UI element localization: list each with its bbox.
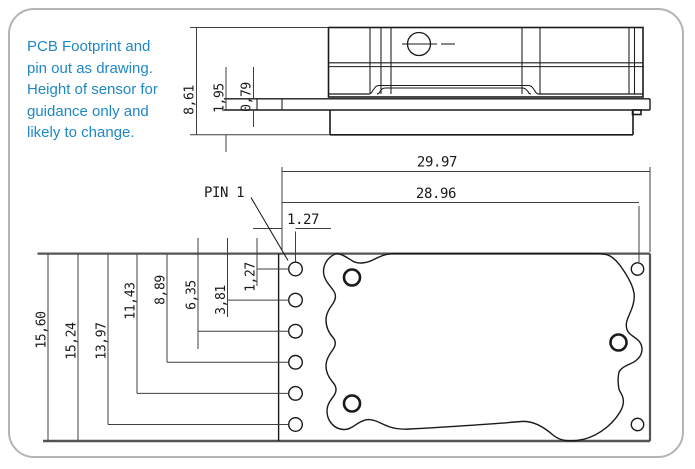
- rounded-card: [8, 8, 684, 458]
- pin1-callout-label: PIN 1: [204, 185, 244, 201]
- pin-6: [288, 417, 304, 433]
- dim-label-3-81: 3,81: [214, 285, 229, 315]
- dim-label-6-35: 6,35: [185, 280, 200, 310]
- pin-1: [288, 261, 304, 277]
- side-view-sensor-profile: [190, 26, 651, 136]
- dim-label-15-24: 15,24: [65, 322, 80, 360]
- pin-3: [288, 323, 304, 339]
- pin-right-bottom: [630, 417, 645, 432]
- pin-right-top: [630, 262, 645, 276]
- pin-5: [288, 385, 304, 401]
- dim-label-lead-thickness: 0,79: [240, 82, 255, 112]
- pcb-board-side: [329, 110, 634, 136]
- dim-label-15-60: 15,60: [35, 311, 50, 348]
- dim-label-11-43: 11,43: [124, 282, 139, 319]
- dim-label-standoff: 1,95: [213, 83, 228, 113]
- dim-label-8-89: 8,89: [154, 275, 169, 305]
- dim-label-13-97: 13,97: [95, 322, 110, 359]
- side-view-dimensions: 8,61 1,95 0,79: [183, 27, 256, 152]
- alignment-hole-icon: [402, 31, 455, 57]
- dim-label-pin-span: 28.96: [416, 186, 456, 202]
- plan-vertical-dimensions: 15,60 15,24 13,97 11,43 8,89: [35, 238, 289, 441]
- pin-column-left: [288, 261, 304, 433]
- pin-2: [288, 292, 304, 308]
- pin-column-right: [630, 262, 645, 432]
- pin-4: [288, 354, 304, 370]
- dim-label-1-27-vert: 1,27: [244, 262, 259, 292]
- note-text: PCB Footprint and pin out as drawing. He…: [27, 38, 158, 141]
- mounting-holes: [342, 268, 628, 413]
- lead-plate: [224, 98, 651, 116]
- plan-view-pcb: [37, 252, 652, 443]
- plan-horizontal-dimensions: 29.97 28.96 1.27 PIN 1: [204, 155, 651, 263]
- sensor-footprint-outline: [322, 252, 643, 442]
- dim-label-overall-height: 8,61: [183, 85, 198, 115]
- dim-label-pin1-inset: 1.27: [287, 212, 319, 228]
- dim-label-board-width: 29.97: [417, 155, 457, 171]
